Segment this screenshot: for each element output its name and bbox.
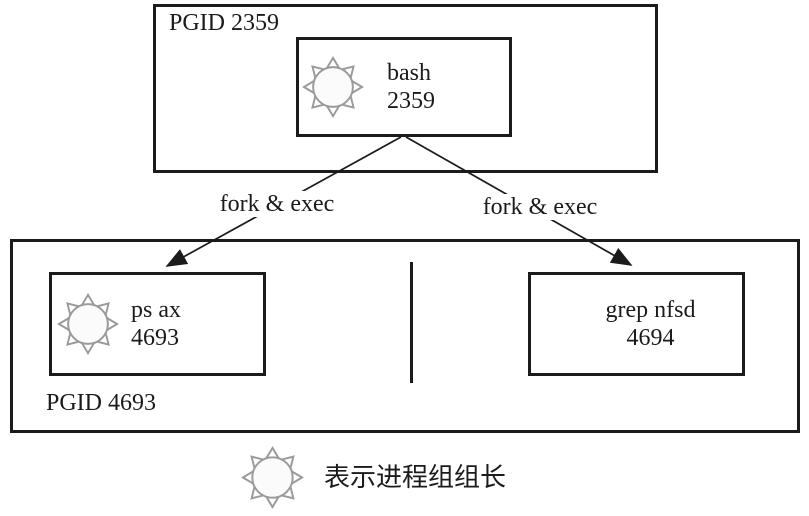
fork-exec-label-right: fork & exec <box>474 194 606 220</box>
process-name: ps ax <box>131 297 181 323</box>
group-leader-sun-icon <box>302 56 364 118</box>
pgid-bottom-label: PGID 4693 <box>46 390 157 416</box>
process-pid: 2359 <box>387 88 435 114</box>
pgid-top-label: PGID 2359 <box>169 10 280 36</box>
process-name: bash <box>387 60 431 86</box>
legend: 表示进程组组长 <box>241 446 506 509</box>
fork-exec-label-left: fork & exec <box>211 191 343 217</box>
group-leader-sun-icon <box>241 446 304 509</box>
group-leader-sun-icon <box>57 293 119 355</box>
process-pid: 4694 <box>626 325 675 351</box>
legend-text: 表示进程组组长 <box>324 463 507 492</box>
process-group-box-bottom <box>10 239 800 433</box>
group-divider-line <box>410 262 413 383</box>
process-text-grep-nfsd: grep nfsd 4694 <box>578 296 696 352</box>
process-group-box-top <box>153 4 658 173</box>
process-pid: 4693 <box>131 325 179 351</box>
process-text-ps-ax: ps ax 4693 <box>131 296 181 352</box>
process-box-bash: bash 2359 <box>296 37 512 137</box>
process-box-grep-nfsd: grep nfsd 4694 <box>528 272 745 376</box>
process-box-ps-ax: ps ax 4693 <box>49 272 266 376</box>
process-text-bash: bash 2359 <box>387 59 435 115</box>
process-name: grep nfsd <box>605 297 696 323</box>
